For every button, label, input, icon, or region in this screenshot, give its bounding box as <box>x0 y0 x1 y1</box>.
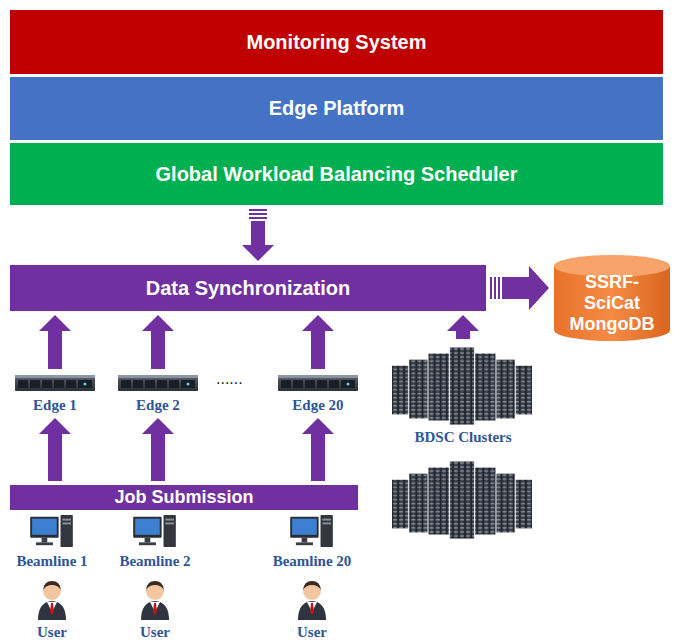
node-label: Edge 20 <box>292 397 343 414</box>
arrow-shape <box>142 418 174 481</box>
user-figure: User <box>125 578 185 641</box>
server-rack-illustration <box>392 461 532 538</box>
arrow-shape <box>39 418 71 481</box>
edge-server-icon <box>117 373 199 393</box>
user-figure-icon <box>139 578 171 620</box>
arrow-shape <box>447 315 479 339</box>
arrow-shape <box>302 315 334 369</box>
node-label: BDSC Clusters <box>414 429 511 446</box>
flow-arrow <box>302 418 334 481</box>
user-figure: User <box>22 578 82 641</box>
node-label: Data Synchronization <box>138 277 358 300</box>
flow-arrow <box>39 315 71 369</box>
ellipsis-label: ...... <box>216 370 243 388</box>
platform-band: Edge Platform <box>10 77 663 140</box>
node-label: User <box>140 624 170 641</box>
edge-server: Edge 20 <box>272 373 364 414</box>
arrow-stripe <box>249 217 267 219</box>
user-figure-icon <box>36 578 68 620</box>
node-label: Monitoring System <box>238 31 434 54</box>
edge-server-icon <box>277 373 359 393</box>
arrow-shape <box>142 315 174 369</box>
arrow-stripe <box>490 277 492 299</box>
edge-server: Edge 2 <box>112 373 204 414</box>
flow-arrow <box>490 266 549 310</box>
node-label: Global Workload Balancing Scheduler <box>148 163 526 186</box>
node-label: Beamline 2 <box>119 553 190 570</box>
arrow-shape <box>502 266 549 310</box>
arrow-stripe <box>249 209 267 211</box>
arrow-stripe <box>498 277 500 299</box>
node-label: SSRF-SciCat MongoDB <box>553 258 671 339</box>
edge-server: Edge 1 <box>9 373 101 414</box>
node-label: Edge Platform <box>261 97 413 120</box>
user-figure-icon <box>296 578 328 620</box>
arrow-shape <box>39 315 71 369</box>
arrow-shape <box>242 221 274 261</box>
arrow-shape <box>302 418 334 481</box>
flow-arrow <box>242 209 274 261</box>
cluster-rack: BDSC Clusters <box>388 343 538 446</box>
beamline-computer: Beamline 1 <box>2 513 102 570</box>
node-label: User <box>37 624 67 641</box>
node-label: Beamline 1 <box>16 553 87 570</box>
sync-band: Data Synchronization <box>10 265 486 311</box>
beamline-computer: Beamline 20 <box>262 513 362 570</box>
scheduler-band: Global Workload Balancing Scheduler <box>10 143 663 205</box>
flow-arrow <box>142 418 174 481</box>
user-figure: User <box>282 578 342 641</box>
arrow-stripe <box>494 277 496 299</box>
flow-arrow <box>302 315 334 369</box>
node-label: User <box>297 624 327 641</box>
beamline-computer-icon <box>133 513 177 549</box>
monitoring-band: Monitoring System <box>10 10 663 74</box>
beamline-computer-icon <box>30 513 74 549</box>
arrow-stripe <box>249 213 267 215</box>
flow-arrow <box>142 315 174 369</box>
node-label: Beamline 20 <box>273 553 352 570</box>
beamline-computer: Beamline 2 <box>105 513 205 570</box>
node-label: Job Submission <box>106 487 261 508</box>
node-label: Edge 1 <box>33 397 77 414</box>
edge-server-icon <box>14 373 96 393</box>
cluster-rack-icon <box>392 343 534 425</box>
node-label: Edge 2 <box>136 397 180 414</box>
beamline-computer-icon <box>290 513 334 549</box>
submission-band: Job Submission <box>10 485 358 510</box>
flow-arrow <box>39 418 71 481</box>
flow-arrow <box>447 315 479 339</box>
database-cylinder: SSRF-SciCat MongoDB <box>553 254 671 342</box>
